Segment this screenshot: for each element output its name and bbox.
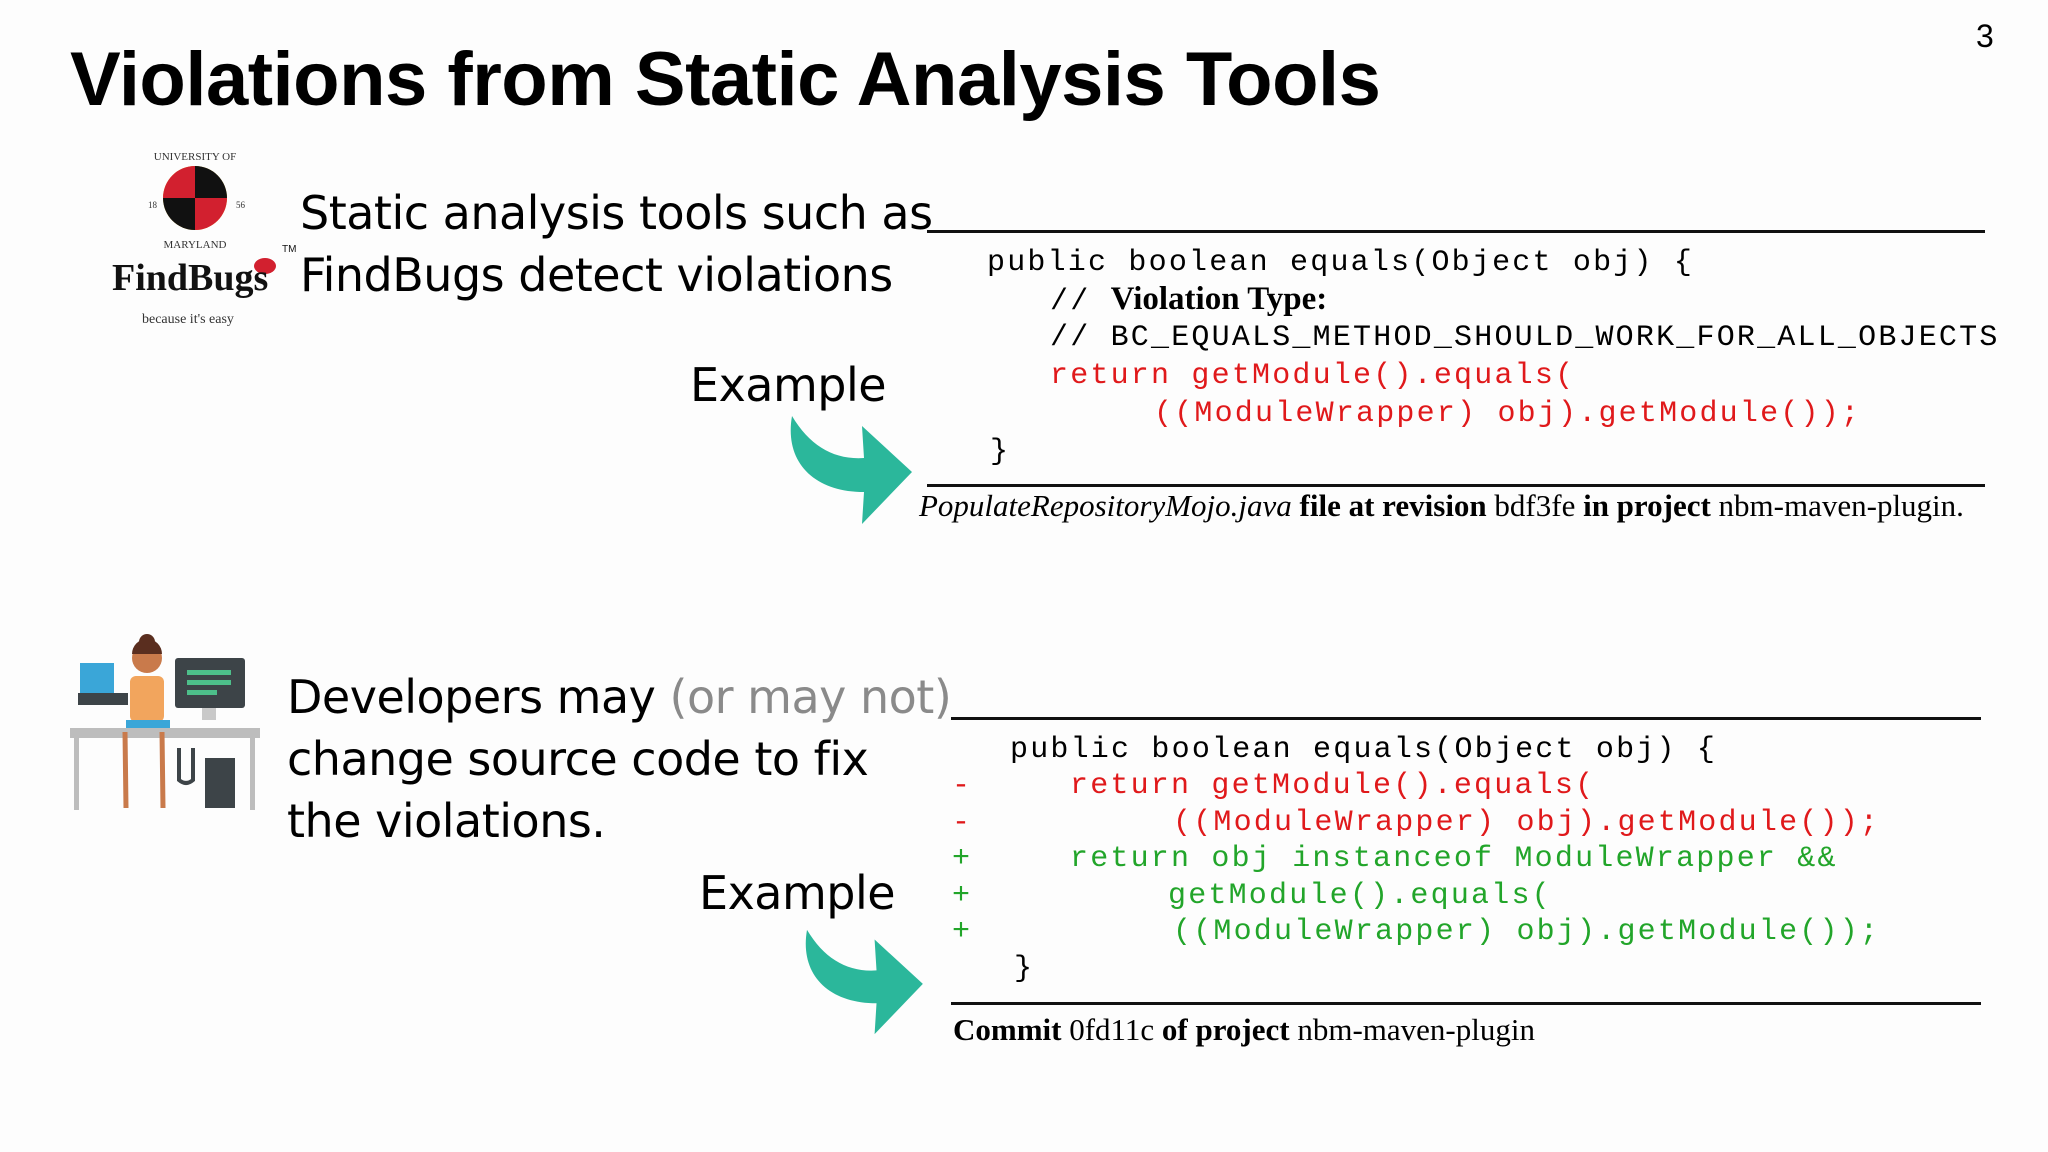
diff-line: ((ModuleWrapper) obj).getModule()); [1173,806,1881,840]
diff-top-rule [951,717,1981,720]
svg-text:TM: TM [282,244,296,255]
diff-line: return getModule().equals( [1070,769,1596,803]
caption-label: in project [1583,488,1711,523]
svg-text:18: 18 [148,200,158,210]
code-caption: PopulateRepositoryMojo.java file at revi… [919,488,1964,524]
code-line: ((ModuleWrapper) obj).getModule()); [1154,397,1862,431]
svg-text:FindBugs: FindBugs [112,257,268,299]
description-aside: (or may not) [669,670,952,724]
example-label: Example [699,866,896,920]
project-name: nbm-maven-plugin. [1718,488,1964,523]
code-line: public boolean equals(Object obj) { [987,246,1695,280]
code-line: return getModule().equals( [1050,359,1576,393]
curved-arrow-icon [805,929,923,1035]
diff-line: return obj instanceof ModuleWrapper && [1070,842,1838,876]
page-number: 3 [1976,18,1994,54]
code-bottom-rule [927,484,1985,487]
code-line: // BC_EQUALS_METHOD_SHOULD_WORK_FOR_ALL_… [1050,321,2000,355]
commit-id: 0fd11c [1069,1012,1155,1047]
diff-line: getModule().equals( [1168,879,1552,913]
svg-text:UNIVERSITY OF: UNIVERSITY OF [154,151,236,163]
curved-arrow-icon [790,416,912,524]
description-text: Developers may [287,670,670,724]
diff-marker: + [952,879,973,913]
example-label: Example [690,358,887,412]
description-line: Developers may (or may not) [287,666,952,728]
diff-marker: + [952,915,973,949]
slide-title: Violations from Static Analysis Tools [70,37,1381,122]
code-line: // Violation Type: [1050,281,1328,319]
diff-marker: + [952,842,973,876]
svg-text:MARYLAND: MARYLAND [164,239,227,251]
code-line: } [990,435,1011,469]
diff-line: } [1014,952,1035,986]
section2-description: Developers may (or may not) change sourc… [287,666,952,852]
diff-bottom-rule [951,1002,1981,1005]
diff-marker: - [952,806,973,840]
project-name: nbm-maven-plugin [1297,1012,1535,1047]
diff-line: ((ModuleWrapper) obj).getModule()); [1173,915,1881,949]
diff-line: public boolean equals(Object obj) { [1010,733,1718,767]
code-top-rule [927,230,1985,233]
svg-text:because it's easy: because it's easy [142,312,234,327]
caption-label: Commit [953,1012,1062,1047]
diff-caption: Commit 0fd11c of project nbm-maven-plugi… [953,1012,1535,1048]
violation-type-label: Violation Type: [1110,281,1328,317]
section1-description: Static analysis tools such as FindBugs d… [300,182,933,306]
diff-marker: - [952,769,973,803]
revision-id: bdf3fe [1494,488,1576,523]
description-line: the violations. [287,794,606,848]
description-line: FindBugs detect violations [300,248,893,302]
comment-prefix: // [1050,285,1091,319]
caption-label: of project [1161,1012,1290,1047]
developer-at-desk-icon [70,634,260,810]
file-name: PopulateRepositoryMojo.java [919,488,1292,523]
svg-text:56: 56 [236,200,246,210]
description-line: Static analysis tools such as [300,186,933,240]
description-line: change source code to fix [287,732,869,786]
umd-seal-icon: UNIVERSITY OF MARYLAND 18 56 FindBugs TM… [112,151,296,327]
caption-label: file at revision [1299,488,1487,523]
findbugs-logo: UNIVERSITY OF MARYLAND 18 56 FindBugs TM… [112,148,302,328]
